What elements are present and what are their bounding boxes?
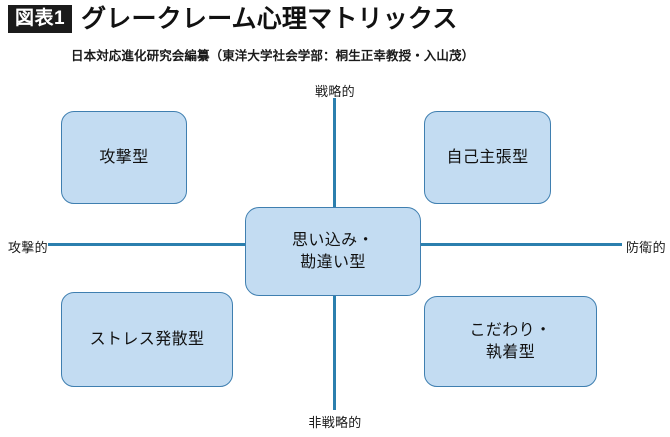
axis-label-top: 戦略的 bbox=[315, 84, 355, 99]
node-label-line-2: 執着型 bbox=[485, 343, 536, 361]
quadrant-node-bottom-right: こだわり・ 執着型 bbox=[424, 296, 597, 387]
quadrant-node-bottom-left: ストレス発散型 bbox=[61, 292, 233, 387]
axis-label-right: 防衛的 bbox=[626, 240, 666, 255]
quadrant-node-center: 思い込み・ 勘違い型 bbox=[245, 207, 421, 296]
node-label-line-1: 攻撃型 bbox=[99, 148, 149, 166]
node-label-line-1: 思い込み・ bbox=[291, 232, 374, 250]
axis-label-left: 攻撃的 bbox=[8, 240, 48, 255]
node-label-line-1: 自己主張型 bbox=[446, 148, 529, 166]
title-row: 図表1 グレークレーム心理マトリックス bbox=[8, 5, 458, 33]
quadrant-node-top-right: 自己主張型 bbox=[424, 111, 551, 204]
figure-subtitle: 日本対応進化研究会編纂（東洋大学社会学部：桐生正幸教授・入山茂） bbox=[71, 49, 475, 63]
node-label-line-1: ストレス発散型 bbox=[89, 330, 205, 348]
quadrant-node-top-left: 攻撃型 bbox=[61, 111, 187, 204]
node-label-line-1: こだわり・ bbox=[469, 322, 552, 340]
axis-label-bottom: 非戦略的 bbox=[308, 415, 362, 430]
page-title: グレークレーム心理マトリックス bbox=[81, 4, 458, 33]
node-label-line-2: 勘違い型 bbox=[300, 253, 366, 271]
figure-number-badge: 図表1 bbox=[8, 5, 73, 33]
figure-header: 図表1 グレークレーム心理マトリックス 日本対応進化研究会編纂（東洋大学社会学部… bbox=[0, 0, 670, 72]
